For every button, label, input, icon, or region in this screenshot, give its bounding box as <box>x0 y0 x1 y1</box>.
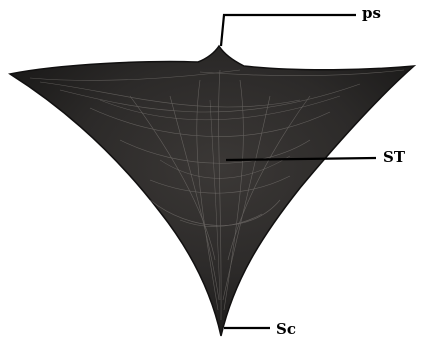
label-ps: ps <box>362 6 381 21</box>
label-sc: Sc <box>276 322 296 337</box>
leader-line-ps <box>221 15 356 46</box>
label-st: ST <box>383 150 405 165</box>
specimen-body <box>10 46 414 336</box>
